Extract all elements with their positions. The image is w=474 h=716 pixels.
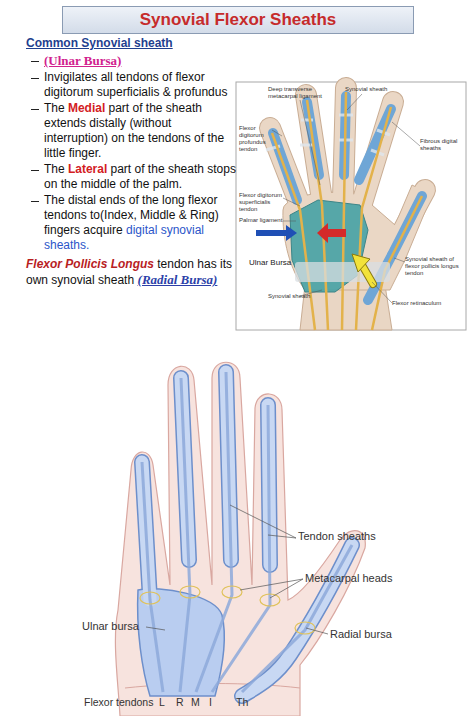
paragraph: Common Synovial sheath <box>26 36 236 51</box>
part-label: Flexor digitorum profundus tendon <box>239 125 279 153</box>
bullet-item: The distal ends of the long flexor tendo… <box>26 193 236 253</box>
part-label: Synovial sheath <box>345 86 395 93</box>
part-label: Radial bursa <box>330 628 440 641</box>
part-label: Metacarpal heads <box>305 572 435 585</box>
tendon-letter: L <box>159 696 173 708</box>
bullet-dash <box>31 201 39 202</box>
part-label: Fibrous digital sheaths <box>420 138 464 152</box>
bullet-item: Invigilates all tendons of flexor digito… <box>26 70 236 100</box>
part-label: Synovial sheath <box>268 293 318 300</box>
bullet-item: TheMedialpart of the sheath extends dist… <box>26 101 236 161</box>
tendon-letter: I <box>209 696 223 708</box>
note-text: Flexor Pollicis Longus <box>26 257 154 271</box>
bullet-item: (Ulnar Bursa) <box>26 53 236 69</box>
bullet-text: The <box>44 101 65 115</box>
bullet-text: The <box>44 162 65 176</box>
part-label: Ulnar bursa <box>82 620 152 633</box>
paragraph: Flexor Pollicis Longustendon has its own… <box>26 257 236 288</box>
section-heading: Common Synovial sheath <box>26 36 173 50</box>
part-label: Synovial sheath of flexor pollicis longu… <box>405 256 463 277</box>
part-label: Flexor tendons <box>84 696 164 708</box>
bullet-dash <box>31 170 39 171</box>
part-label: Flexor digitorum superficialis tendon <box>239 192 283 213</box>
bullet-text: Lateral <box>68 162 107 176</box>
bullet-text: (Ulnar Bursa) <box>44 53 121 68</box>
part-label: Flexor retinaculum <box>392 300 452 307</box>
bullet-text: Invigilates all tendons of flexor digito… <box>44 70 227 99</box>
bullet-text: Medial <box>68 101 105 115</box>
tendon-letter: R <box>176 696 190 708</box>
leader-lines <box>272 94 420 303</box>
text-column: Common Synovial sheath (Ulnar Bursa) Inv… <box>26 36 236 289</box>
leader-lines <box>146 505 328 634</box>
bullet-dash <box>31 109 39 110</box>
hand-illustration <box>256 88 432 330</box>
part-label: Tendon sheaths <box>298 530 418 543</box>
bullet-item: TheLateralpart of the sheath stops on th… <box>26 162 236 192</box>
title-text: Synovial Flexor Sheaths <box>63 7 413 33</box>
picture-frame <box>236 82 466 330</box>
tendon-letter: Th <box>236 696 256 708</box>
tendon-letter: M <box>191 696 207 708</box>
part-label: Deep transverse metacarpal ligament <box>268 86 338 100</box>
part-label: Palmar ligament <box>239 217 283 224</box>
title-band: Synovial Flexor Sheaths <box>62 6 414 34</box>
note-text: (Radial Bursa) <box>138 272 218 287</box>
bullet-dash <box>31 61 39 62</box>
part-label: Ulnar Bursa <box>249 258 309 267</box>
bullet-dash <box>31 78 39 79</box>
